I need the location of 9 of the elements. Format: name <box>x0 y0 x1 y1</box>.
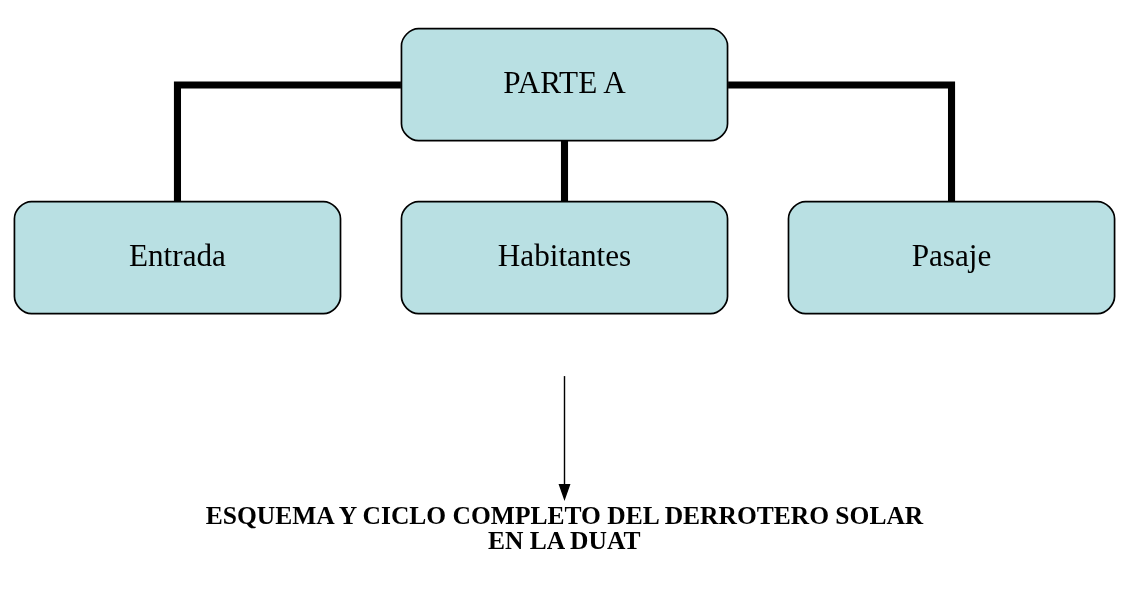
node-box: Entrada <box>13 200 342 314</box>
connector <box>173 80 401 202</box>
node-box: PARTE A <box>400 27 729 141</box>
node-box: Habitantes <box>400 200 729 314</box>
arrow <box>558 374 571 501</box>
connector <box>728 80 956 202</box>
node-box: Pasaje <box>787 200 1116 314</box>
node-text: ESQUEMA Y CICLO COMPLETO DEL DERROTERO SOLAR EN LA DUAT <box>205 500 924 555</box>
connector <box>560 140 569 201</box>
